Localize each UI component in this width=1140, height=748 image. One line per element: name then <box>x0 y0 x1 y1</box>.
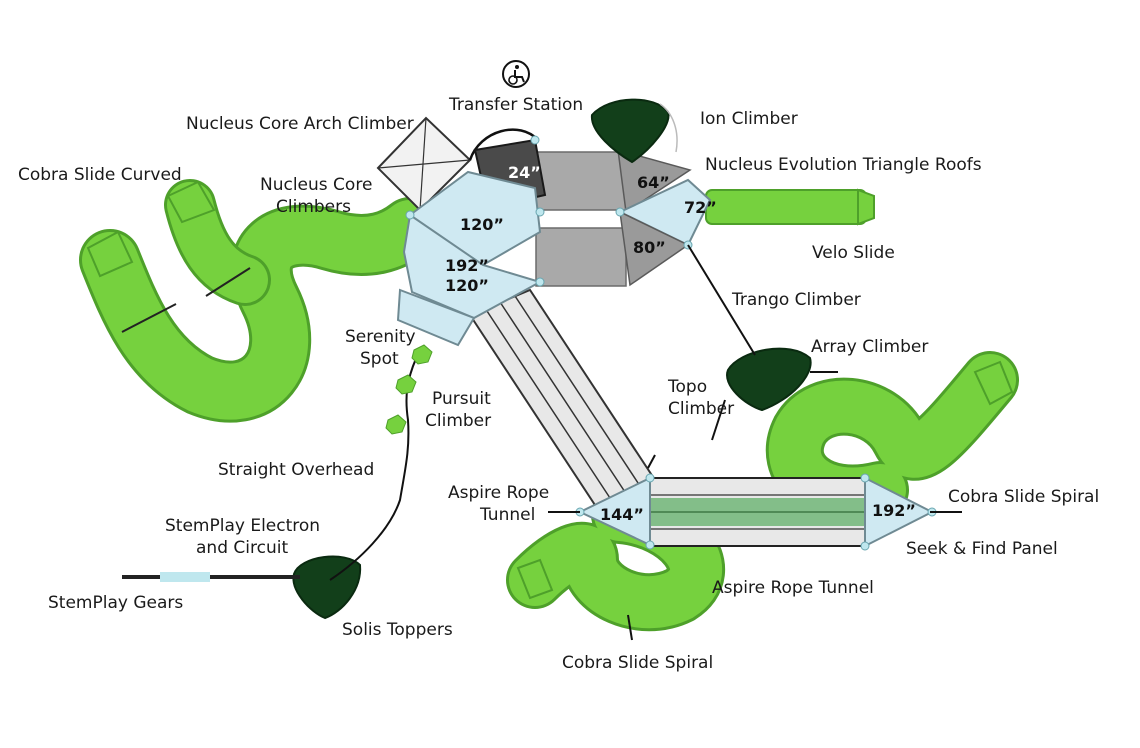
pursuit-climber <box>329 344 433 581</box>
label-pursuit-climber-1: Pursuit <box>432 389 491 409</box>
bottom-left-triangle-deck <box>577 476 651 547</box>
callout-labels: Transfer Station Nucleus Core Arch Climb… <box>18 95 1099 673</box>
solis-toppers <box>292 555 362 620</box>
label-nucleus-evolution-triangle-roofs: Nucleus Evolution Triangle Roofs <box>705 155 982 175</box>
triangle-roofs <box>617 148 712 287</box>
label-ion-climber: Ion Climber <box>700 109 798 129</box>
ion-climber <box>590 98 678 164</box>
height-transfer: 24” <box>508 163 541 182</box>
serenity-spot <box>396 288 476 347</box>
label-pursuit-climber-2: Climber <box>425 411 491 431</box>
height-tri-c: 80” <box>633 238 666 257</box>
height-upper-hex: 120” <box>460 215 504 234</box>
label-array-climber: Array Climber <box>811 337 928 357</box>
topo-climber <box>726 347 812 412</box>
label-topo-climber-2: Climber <box>668 399 734 419</box>
label-cobra-slide-spiral-bottom: Cobra Slide Spiral <box>562 653 713 673</box>
label-topo-climber-1: Topo <box>667 377 707 397</box>
wheelchair-icon <box>502 60 530 88</box>
label-velo-slide: Velo Slide <box>812 243 895 263</box>
leader-lines <box>548 244 962 641</box>
label-cobra-slide-curved: Cobra Slide Curved <box>18 165 182 185</box>
label-nucleus-core-arch-climber: Nucleus Core Arch Climber <box>186 114 414 134</box>
height-bottom-left-tri: 144” <box>600 505 644 524</box>
label-stemplay-electron-1: StemPlay Electron <box>165 516 320 536</box>
cobra-slide-curved <box>79 179 441 423</box>
label-aspire-rope-tunnel-left-1: Aspire Rope <box>448 483 549 503</box>
label-stemplay-gears: StemPlay Gears <box>48 593 183 613</box>
label-aspire-rope-tunnel-bottom: Aspire Rope Tunnel <box>712 578 874 598</box>
cobra-slide-spiral-right <box>765 351 1019 523</box>
aspire-rope-tunnel-horizontal <box>649 477 866 547</box>
label-serenity-spot-1: Serenity <box>345 327 416 347</box>
label-solis-toppers: Solis Toppers <box>342 620 453 640</box>
height-lower-hex-a: 192” <box>445 256 489 275</box>
label-straight-overhead: Straight Overhead <box>218 460 374 480</box>
height-tri-b: 72” <box>684 198 717 217</box>
label-nucleus-core-climbers-2: Climbers <box>276 197 351 217</box>
velo-slide <box>705 188 875 226</box>
label-transfer-station: Transfer Station <box>448 95 583 115</box>
bottom-right-triangle-deck <box>864 476 935 548</box>
label-serenity-spot-2: Spot <box>360 349 399 369</box>
height-tri-a: 64” <box>637 173 670 192</box>
aspire-rope-tunnel-diagonal <box>468 288 657 507</box>
label-nucleus-core-climbers-1: Nucleus Core <box>260 175 372 195</box>
upper-bridge <box>535 151 627 287</box>
height-bottom-right-tri: 192” <box>872 501 916 520</box>
height-lower-hex-b: 120” <box>445 276 489 295</box>
deck-heights: 24” 120” 192” 120” 64” 72” 80” 144” 192” <box>445 163 916 524</box>
label-cobra-slide-spiral-right: Cobra Slide Spiral <box>948 487 1099 507</box>
stemplay-gears <box>122 572 300 582</box>
label-trango-climber: Trango Climber <box>731 290 861 310</box>
label-aspire-rope-tunnel-left-2: Tunnel <box>479 505 535 525</box>
nucleus-core-arch-climber <box>376 116 472 212</box>
label-seek-find-panel: Seek & Find Panel <box>906 539 1058 559</box>
label-stemplay-electron-2: and Circuit <box>196 538 288 558</box>
